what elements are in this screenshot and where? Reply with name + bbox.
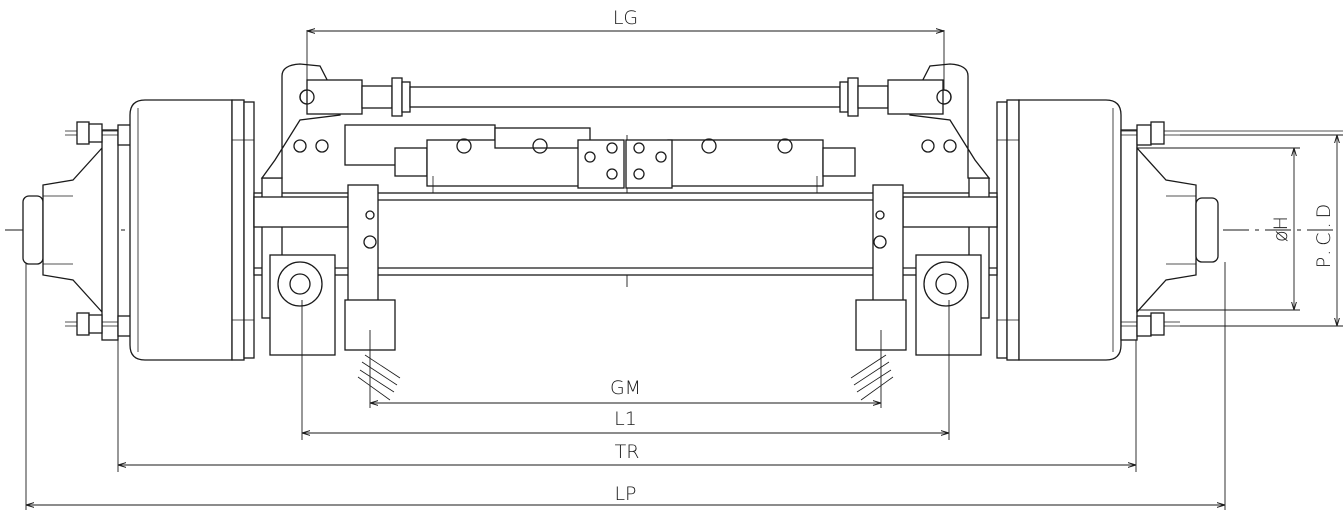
left-hub <box>22 121 133 341</box>
lg-label: LG <box>613 7 638 29</box>
pcd-label: P.C.D <box>1313 200 1335 268</box>
lp-label: LP <box>614 483 636 505</box>
right-knuckle <box>850 184 998 401</box>
right-brake-drum <box>996 99 1122 361</box>
l1-label: L1 <box>614 408 637 430</box>
tr-label: TR <box>615 441 640 463</box>
oh-label: øH <box>1270 216 1292 242</box>
right-hub <box>1120 121 1343 341</box>
left-knuckle <box>253 184 401 401</box>
steering-cylinders <box>344 124 856 193</box>
gm-label: GM <box>610 377 641 399</box>
tie-rod <box>299 77 952 117</box>
left-brake-drum <box>129 99 255 361</box>
